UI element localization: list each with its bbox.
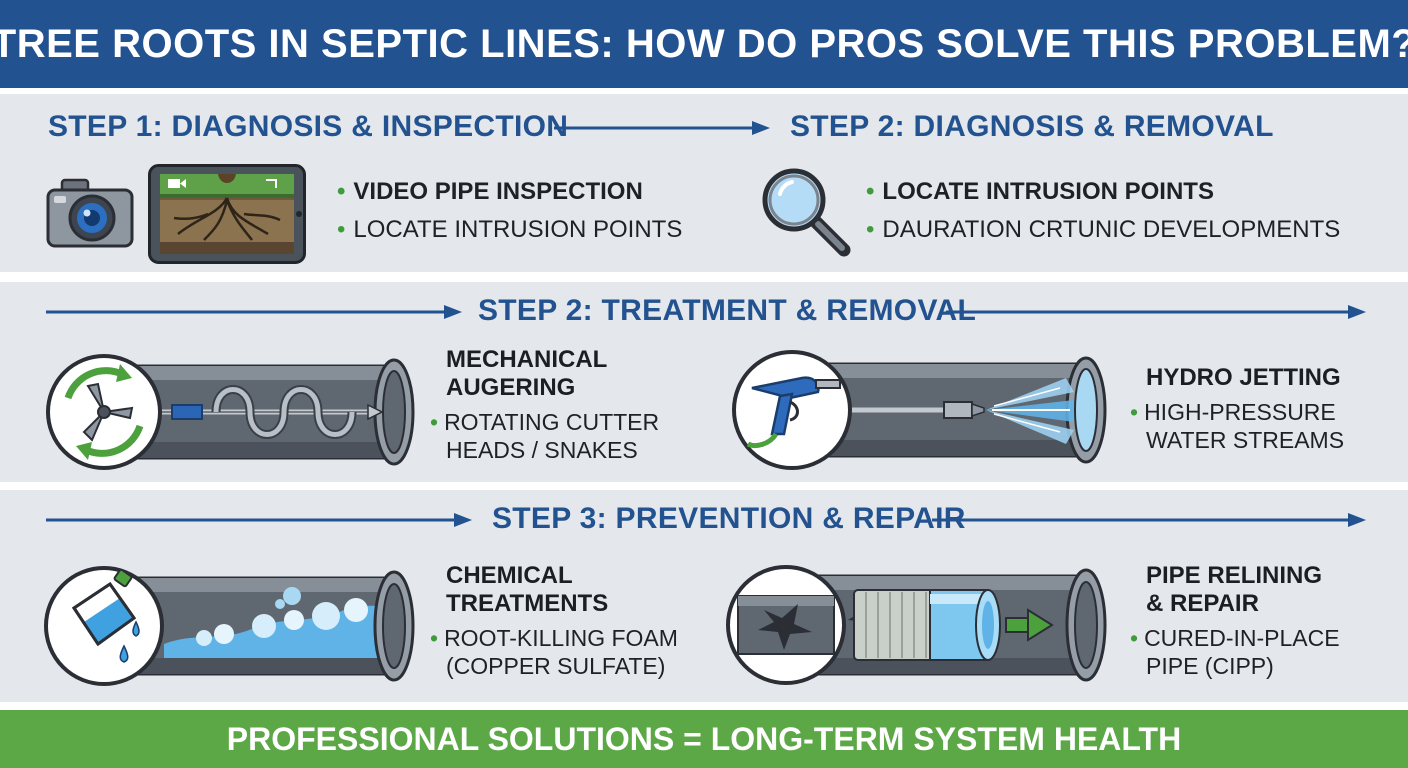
footer-text: PROFESSIONAL SOLUTIONS = LONG-TERM SYSTE… xyxy=(226,720,1182,757)
footer-banner: PROFESSIONAL SOLUTIONS = LONG-TERM SYSTE… xyxy=(0,710,1408,768)
pipe-relining-illustration xyxy=(726,565,1107,685)
bullet-dot: • xyxy=(430,409,439,435)
page-title: TREE ROOTS IN SEPTIC LINES: HOW DO PROS … xyxy=(0,21,1408,66)
augering-title: MECHANICAL AUGERING xyxy=(446,346,607,402)
flow-arrow-left-icon xyxy=(46,513,472,527)
augering-detail: •ROTATING CUTTER HEADS / SNAKES xyxy=(430,408,659,464)
hydro-detail-line1: HIGH-PRESSURE xyxy=(1144,399,1336,425)
augering-detail-line1: ROTATING CUTTER xyxy=(444,409,660,435)
chemical-detail: •ROOT-KILLING FOAM (COPPER SULFATE) xyxy=(430,624,678,680)
relining-detail: •CURED-IN-PLACE PIPE (CIPP) xyxy=(1130,624,1340,680)
magnifying-glass-icon xyxy=(762,168,851,257)
relining-detail-line1: CURED-IN-PLACE xyxy=(1144,625,1340,651)
section-diagnosis: STEP 1: DIAGNOSIS & INSPECTION STEP 2: D… xyxy=(0,94,1408,272)
augering-pipe-illustration xyxy=(46,354,415,470)
list-item: LOCATE INTRUSION POINTS xyxy=(866,177,1340,206)
list-item: VIDEO PIPE INSPECTION xyxy=(337,177,682,206)
relining-title-line2: & REPAIR xyxy=(1146,590,1259,617)
title-banner: TREE ROOTS IN SEPTIC LINES: HOW DO PROS … xyxy=(0,0,1408,88)
step2-diagnosis-heading: STEP 2: DIAGNOSIS & REMOVAL xyxy=(790,110,1274,143)
relining-title: PIPE RELINING & REPAIR xyxy=(1146,562,1322,618)
chemical-detail-line2: (COPPER SULFATE) xyxy=(446,653,666,679)
relining-detail-line2: PIPE (CIPP) xyxy=(1146,653,1274,679)
step2-treatment-heading: STEP 2: TREATMENT & REMOVAL xyxy=(478,294,977,327)
chemical-title-line1: CHEMICAL xyxy=(446,562,573,589)
chemical-detail-line1: ROOT-KILLING FOAM xyxy=(444,625,678,651)
chemical-title: CHEMICAL TREATMENTS xyxy=(446,562,608,618)
augering-title-line1: MECHANICAL xyxy=(446,346,608,373)
camera-icon xyxy=(46,178,134,248)
list-item: DAURATION CRTUNIC DEVELOPMENTS xyxy=(866,215,1340,244)
flow-arrow-right-icon xyxy=(932,513,1366,527)
hydro-jetting-pipe-illustration xyxy=(732,350,1107,470)
chemical-jug-icon xyxy=(46,566,162,682)
bullet-dot: • xyxy=(1130,399,1139,425)
flow-arrow-right-icon xyxy=(946,305,1366,319)
flow-arrow-left-icon xyxy=(46,305,462,319)
hydro-jetting-detail: •HIGH-PRESSURE WATER STREAMS xyxy=(1130,398,1344,454)
tablet-video-icon xyxy=(148,164,306,264)
pressure-washer-gun-icon xyxy=(732,352,848,468)
chemical-title-line2: TREATMENTS xyxy=(446,590,609,617)
flow-arrow-icon xyxy=(554,121,770,135)
augering-detail-line2: HEADS / SNAKES xyxy=(446,437,638,463)
hydro-jetting-title: HYDRO JETTING xyxy=(1146,364,1341,391)
augering-title-line2: AUGERING xyxy=(446,374,576,401)
step3-heading: STEP 3: PREVENTION & REPAIR xyxy=(492,502,966,535)
hydro-detail-line2: WATER STREAMS xyxy=(1146,427,1345,453)
step1-heading: STEP 1: DIAGNOSIS & INSPECTION xyxy=(48,110,569,143)
section-prevention: STEP 3: PREVENTION & REPAIR CHEMICAL TRE… xyxy=(0,490,1408,702)
bullet-dot: • xyxy=(430,625,439,651)
step2-diagnosis-bullet-list: LOCATE INTRUSION POINTS DAURATION CRTUNI… xyxy=(866,177,1340,244)
bullet-dot: • xyxy=(1130,625,1139,651)
step1-bullet-list: VIDEO PIPE INSPECTION LOCATE INTRUSION P… xyxy=(337,177,682,244)
rotating-cutter-icon xyxy=(48,352,164,468)
chemical-foam-pipe-illustration xyxy=(44,566,415,686)
relining-title-line1: PIPE RELINING xyxy=(1146,562,1323,589)
list-item: LOCATE INTRUSION POINTS xyxy=(337,215,682,244)
cracked-pipe-liner-icon xyxy=(726,566,842,682)
section-treatment: STEP 2: TREATMENT & REMOVAL MECHANICAL A… xyxy=(0,282,1408,482)
